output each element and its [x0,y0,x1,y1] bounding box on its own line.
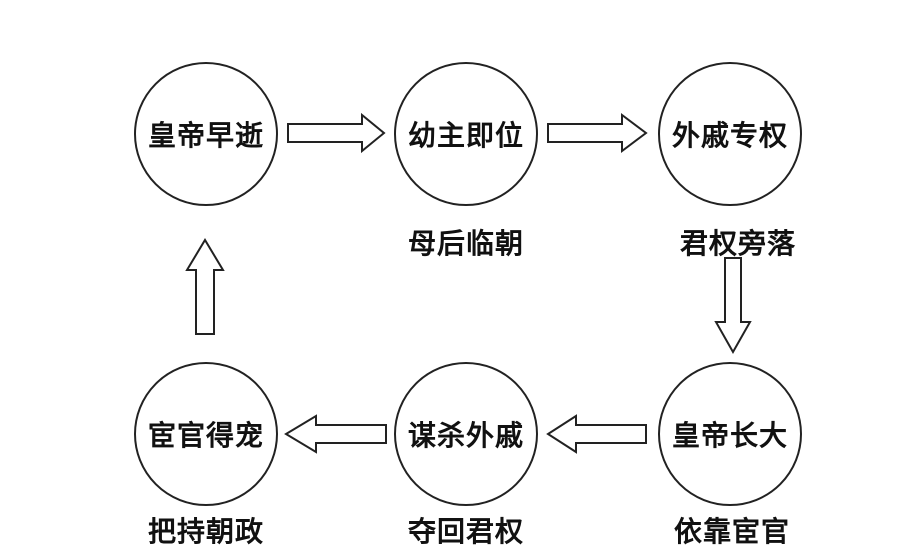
caption-control-the-court: 把持朝政 [147,515,264,548]
arrow-left [284,414,387,454]
node-emperor-grows-up: 皇帝长大 [658,362,802,506]
node-label: 皇帝早逝 [147,119,264,152]
node-plot-against-consort-clan: 谋杀外戚 [394,362,538,506]
node-label: 宦官得宠 [147,419,264,452]
caption-regain-imperial-power: 夺回君权 [407,515,524,548]
node-emperor-early-death: 皇帝早逝 [134,62,278,206]
arrow-up [185,238,225,335]
arrow-right [547,113,648,153]
arrow-down [714,257,752,355]
arrow-right [287,112,386,154]
node-label: 外戚专权 [671,119,788,152]
caption-rely-on-eunuchs: 依靠宦官 [673,515,790,548]
caption-empress-dowager-regency: 母后临朝 [407,227,524,260]
node-young-ruler-enthroned: 幼主即位 [394,62,538,206]
node-label: 幼主即位 [407,119,524,152]
node-consort-clan-dominates: 外戚专权 [658,62,802,206]
caption-imperial-power-lost: 君权旁落 [679,227,796,260]
node-label: 谋杀外戚 [407,419,524,452]
arrow-left [546,414,647,454]
node-label: 皇帝长大 [671,419,788,452]
node-eunuchs-favored: 宦官得宠 [134,362,278,506]
